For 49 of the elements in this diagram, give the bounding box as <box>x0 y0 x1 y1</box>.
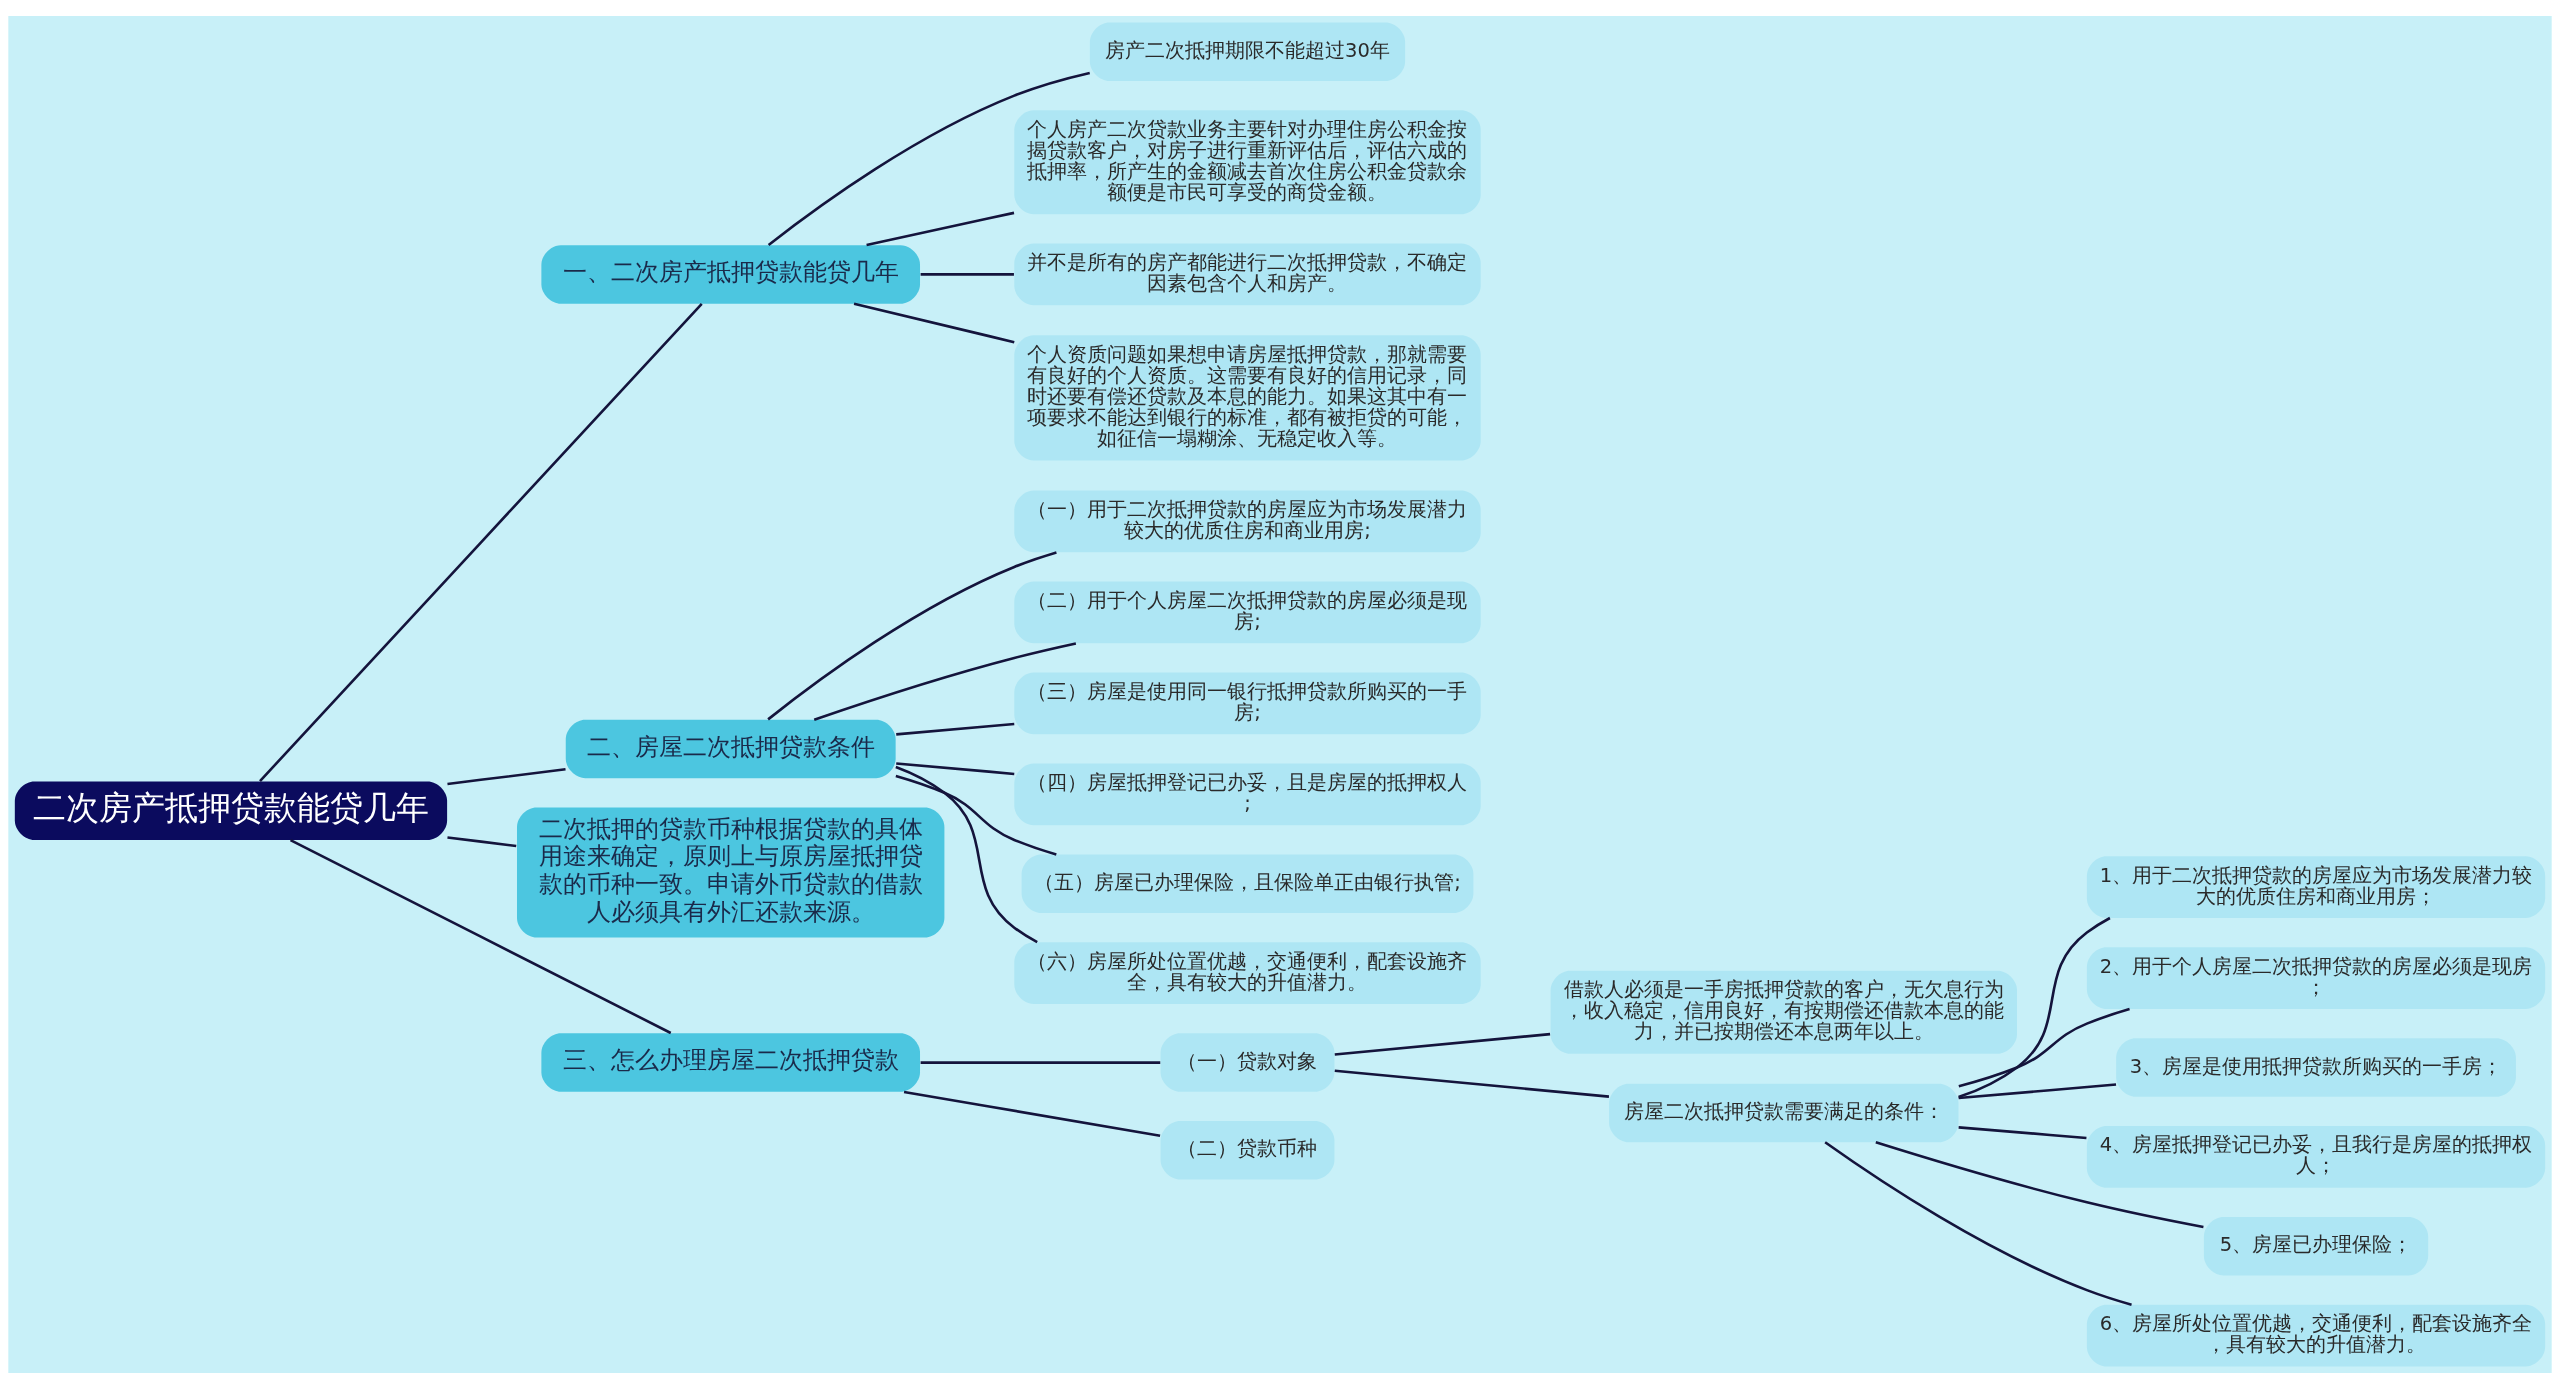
node-box: 1、用于二次抵押贷款的房屋应为市场发展潜力较大的优质住房和商业用房； <box>2086 856 2546 918</box>
node-box: （六）房屋所处位置优越，交通便利，配套设施齐全，具有较大的升值潜力。 <box>1014 942 1481 1005</box>
node-box: 房屋二次抵押贷款需要满足的条件： <box>1609 1083 1959 1143</box>
connector <box>1958 916 2111 1099</box>
node-box: 3、房屋是使用抵押贷款所购买的一手房； <box>2116 1038 2516 1097</box>
node-box: （二）贷款币种 <box>1160 1121 1335 1180</box>
connector <box>903 1090 1161 1137</box>
connector <box>1824 1141 2132 1306</box>
node-box: 一、二次房产抵押贷款能贷几年 <box>541 245 921 304</box>
connector <box>447 768 566 786</box>
connector <box>920 1061 1161 1064</box>
node-box: 房产二次抵押期限不能超过30年 <box>1089 22 1406 81</box>
connector <box>447 836 517 848</box>
node-box: 4、房屋抵押登记已办妥，且我行是房屋的抵押权人； <box>2086 1126 2546 1188</box>
connector <box>1958 1007 2130 1088</box>
node-box: （五）房屋已办理保险，且保险单正由银行执管; <box>1021 854 1474 914</box>
node-box: 二次房产抵押贷款能贷几年 <box>14 781 448 840</box>
node-box: 二、房屋二次抵押贷款条件 <box>565 719 896 779</box>
node-box: （一）用于二次抵押贷款的房屋应为市场发展潜力较大的优质住房和商业用房; <box>1014 490 1481 553</box>
connector <box>813 642 1077 721</box>
connector <box>920 273 1014 276</box>
connector <box>767 71 1091 246</box>
connector <box>896 722 1015 736</box>
node-box: （三）房屋是使用同一银行抵押贷款所购买的一手房; <box>1014 672 1481 735</box>
node-box: 5、房屋已办理保险； <box>2203 1217 2429 1276</box>
node-box: （一）贷款对象 <box>1160 1033 1335 1092</box>
connector <box>1875 1141 2204 1229</box>
node-box: 二次抵押的贷款币种根据贷款的具体用途来确定，原则上与原房屋抵押贷款的币种一致。申请外币贷款的借款人必须具有外汇还款来源。 <box>517 807 945 938</box>
connector <box>1334 1032 1551 1056</box>
connector <box>1958 1083 2117 1100</box>
connector <box>1958 1126 2087 1140</box>
connector <box>895 774 1057 856</box>
connector <box>767 551 1057 721</box>
node-box: 6、房屋所处位置优越，交通便利，配套设施齐全，具有较大的升值潜力。 <box>2086 1304 2546 1367</box>
node-box: 个人资质问题如果想申请房屋抵押贷款，那就需要有良好的个人资质。这需要有良好的信用记录，同时还要有偿还贷款及本息的能力。如果这其中有一项要求不能达到银行的标准，都有被拒贷的可能，如征信一塌糊涂、无稳定收入等。 <box>1014 335 1481 461</box>
node-box: 借款人必须是一手房抵押贷款的客户，无欠息行为，收入稳定，信用良好，有按期偿还借款本息的能力，并已按期偿还本息两年以上。 <box>1550 970 2017 1054</box>
connector <box>896 762 1015 776</box>
connector <box>259 303 703 782</box>
node-box: （二）用于个人房屋二次抵押贷款的房屋必须是现房; <box>1014 581 1481 644</box>
node-box: 并不是所有的房产都能进行二次抵押贷款，不确定因素包含个人和房产。 <box>1014 243 1481 306</box>
node-box: 三、怎么办理房屋二次抵押贷款 <box>541 1033 921 1092</box>
node-box: （四）房屋抵押登记已办妥，且是房屋的抵押权人; <box>1014 763 1481 826</box>
node-box: 2、用于个人房屋二次抵押贷款的房屋必须是现房； <box>2086 947 2546 1009</box>
node-box: 个人房产二次贷款业务主要针对办理住房公积金按揭贷款客户，对房子进行重新评估后，评估六成的抵押率，所产生的金额减去首次住房公积金贷款余额便是市民可享受的商贷金额。 <box>1014 110 1481 215</box>
connector <box>895 765 1038 944</box>
connector <box>1334 1069 1610 1098</box>
connector <box>853 302 1015 344</box>
connector <box>289 838 672 1035</box>
connector <box>866 211 1015 247</box>
